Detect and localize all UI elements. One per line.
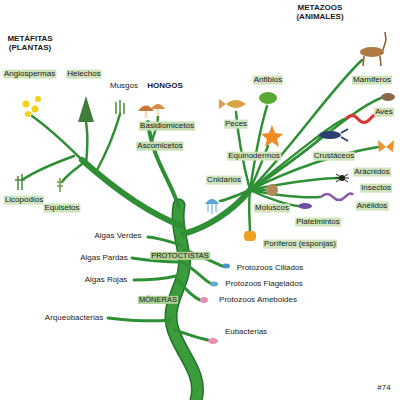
group-name: PROTOCTISTAS [150,252,210,260]
flower-icon [23,96,42,117]
branch [183,190,250,234]
group-name: MÓNERAS [138,296,178,304]
horsetail-icon [57,178,63,192]
lycopod-icon [15,174,25,190]
sponge-icon [244,231,256,241]
taxon-label: Arácnidos [353,168,391,177]
taxon-label: Helechos [66,70,101,79]
branch [32,116,82,160]
taxon-label: Moluscos [254,204,290,213]
taxon-label: Poríferos (esponjas) [263,240,337,249]
taxon-label: Angiospermas [3,70,56,79]
taxon-label: Platelmintos [295,218,341,227]
taxon-label: Peces [224,120,248,129]
flagellate-icon [210,282,218,287]
group-circle: PROTOCTISTAS [145,221,215,291]
branch [96,114,120,172]
flower [32,106,39,113]
butterfly-icon [378,140,394,152]
taxon-label: Equisetos [43,204,80,213]
branch-label: Protozoos Ciliados [236,264,305,273]
taxon-label: Insectos [360,184,392,193]
taxon-label: Anfibios [253,76,283,85]
group-circle: HONGOSBasidiomicetosAscomicetos [125,95,205,175]
branch-label: Protozoos Flagelados [224,280,303,289]
taxon-label: Cnidarios [206,176,242,185]
taxon-label: Musgos [109,82,139,91]
jellyfish-icon [205,199,219,204]
group-circle: METÁFITAS (PLANTAS)AngiospermasHelechosM… [0,60,138,220]
group-circle: METAZOOS (ANIMALES)AnfibiosMamíferosAves… [192,22,400,262]
taxon-label: Crustáceos [313,152,355,161]
taxon-label: Anélidos [356,202,389,211]
branch-label: #74 [376,384,391,393]
branch [182,262,210,283]
group-circle-fill [192,22,400,262]
branch-label: Arqueobacterias [44,314,104,323]
group-circle-fill [145,221,215,291]
worm-icon [321,193,353,200]
group-circle: MÓNERAS [133,275,183,325]
mushroom-cap [151,104,165,109]
frog-icon [259,92,277,104]
antelope-icon [360,47,384,57]
group-heading: HONGOS [146,82,184,91]
taxon-label: Basidiomicetos [139,122,195,131]
bacteria-icon [208,338,218,344]
branch-label: Eubacterias [224,328,268,337]
starfish-icon [261,125,283,147]
fern-icon [78,96,94,122]
fish-icon [219,99,246,109]
jellyfish-tentacles [208,204,216,214]
taxon-label: Aves [374,108,394,117]
branch [248,190,251,231]
branch-label: Algas Verdes [93,232,142,241]
snail-icon [266,184,278,196]
spider-legs [335,174,349,182]
group-circle-fill [125,95,205,175]
mushroom-stalk [157,108,160,116]
taxon-label: Licopodios [4,196,44,205]
circle-outline [125,95,205,175]
taxon-label: Mamíferos [352,76,392,85]
taxon-label: Equinodermos [227,152,281,161]
branch [250,60,362,190]
branch [178,280,200,300]
mushroom-stalk [145,110,148,118]
bird-icon [381,93,395,101]
branch-label: Protozoos Ameboides [218,296,298,305]
lobster-claws [341,129,348,141]
branch-label: Algas Pardas [79,254,129,263]
antelope-legs [363,32,386,66]
amoeba-icon [200,297,208,303]
branch [86,122,87,164]
group-heading: METÁFITAS (PLANTAS) [6,35,53,53]
branch [174,330,208,340]
group-circle-fill [133,275,183,325]
lobster-icon [319,131,341,139]
branch [220,190,250,201]
flower [23,101,30,108]
flower [25,111,31,117]
branch [148,237,182,245]
group-heading: METAZOOS (ANIMALES) [295,4,344,22]
branch [134,276,176,280]
ciliate-icon [222,264,230,269]
branch [62,164,82,182]
branch-label: Algas Rojas [84,276,129,285]
flower [35,96,41,102]
branch [108,318,170,321]
taxon-label: Ascomicetos [136,142,183,151]
flatworm-icon [298,203,312,209]
moss-icon [116,100,124,114]
